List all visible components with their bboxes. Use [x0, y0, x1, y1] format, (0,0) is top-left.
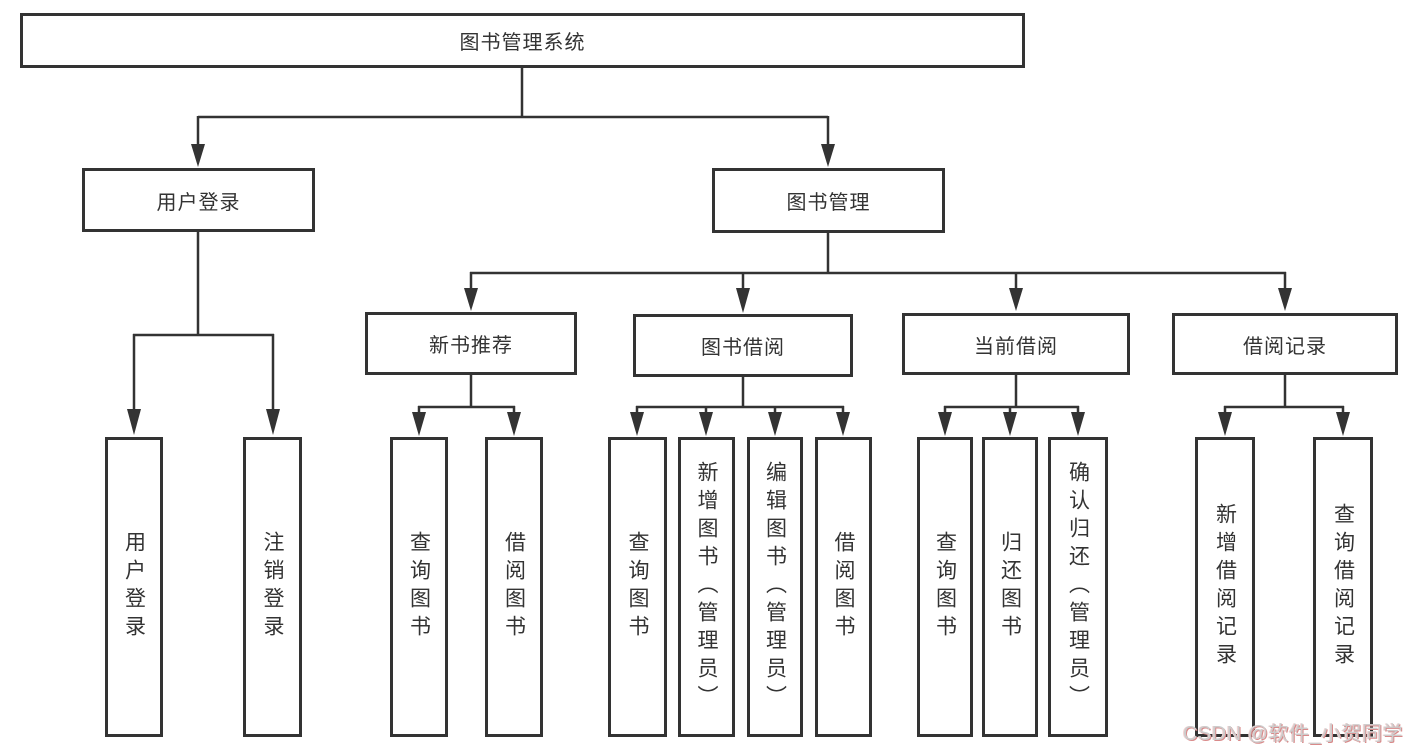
leaf-label: 查询图书 [626, 531, 649, 643]
leaf-label: 借阅图书 [832, 531, 855, 643]
leaf-label: 确认归还（管理员） [1066, 461, 1090, 713]
leaf-logout: 注销登录 [243, 437, 302, 737]
branch-book-borrow [630, 376, 850, 436]
leaf-user-login: 用户登录 [105, 437, 163, 737]
node-label: 图书借阅 [701, 337, 785, 359]
leaf-label: 注销登录 [261, 531, 284, 643]
leaf-query-books-current: 查询图书 [917, 437, 973, 737]
leaf-label: 查询借阅记录 [1331, 503, 1355, 671]
node-label: 借阅记录 [1243, 335, 1327, 358]
leaf-label: 用户登录 [122, 531, 146, 643]
leaf-query-books-borrow: 查询图书 [608, 437, 667, 737]
leaf-label: 新增图书（管理员） [695, 461, 718, 713]
leaf-confirm-return-admin: 确认归还（管理员） [1048, 437, 1108, 737]
node-label: 当前借阅 [974, 335, 1058, 358]
leaf-label: 新增借阅记录 [1213, 503, 1237, 671]
leaf-return-books: 归还图书 [982, 437, 1038, 737]
leaf-label: 查询图书 [933, 531, 957, 643]
leaf-query-borrow-record: 查询借阅记录 [1313, 437, 1373, 737]
branch-book-management [464, 232, 1292, 313]
leaf-add-books-admin: 新增图书（管理员） [678, 437, 735, 737]
branch-root-to-level1 [191, 68, 835, 167]
branch-user-login [127, 231, 280, 435]
leaf-borrow-books: 借阅图书 [815, 437, 872, 737]
csdn-watermark: CSDN @软件_小贺同学 [1183, 723, 1404, 745]
node-borrow-records: 借阅记录 [1172, 313, 1398, 375]
node-library-management-system: 图书管理系统 [20, 13, 1025, 68]
node-current-borrow: 当前借阅 [902, 313, 1130, 375]
branch-borrow-records [1218, 374, 1350, 436]
node-label: 图书管理系统 [459, 32, 586, 54]
node-label: 用户登录 [156, 191, 241, 214]
leaf-edit-books-admin: 编辑图书（管理员） [747, 437, 803, 737]
node-label: 图书管理 [786, 192, 871, 214]
leaf-label: 编辑图书（管理员） [763, 461, 787, 713]
node-user-login: 用户登录 [82, 168, 315, 232]
node-book-management: 图书管理 [712, 168, 945, 233]
leaf-label: 查询图书 [407, 531, 431, 643]
branch-new-book-recommend [412, 374, 521, 436]
node-new-book-recommend: 新书推荐 [365, 312, 577, 375]
leaf-query-books-recommend: 查询图书 [390, 437, 448, 737]
leaf-label: 归还图书 [998, 531, 1022, 643]
leaf-borrow-books-recommend: 借阅图书 [485, 437, 543, 737]
branch-current-borrow [938, 374, 1085, 436]
node-book-borrow: 图书借阅 [633, 314, 853, 377]
leaf-add-borrow-record: 新增借阅记录 [1195, 437, 1255, 737]
node-label: 新书推荐 [429, 335, 513, 357]
leaf-label: 借阅图书 [502, 531, 526, 643]
